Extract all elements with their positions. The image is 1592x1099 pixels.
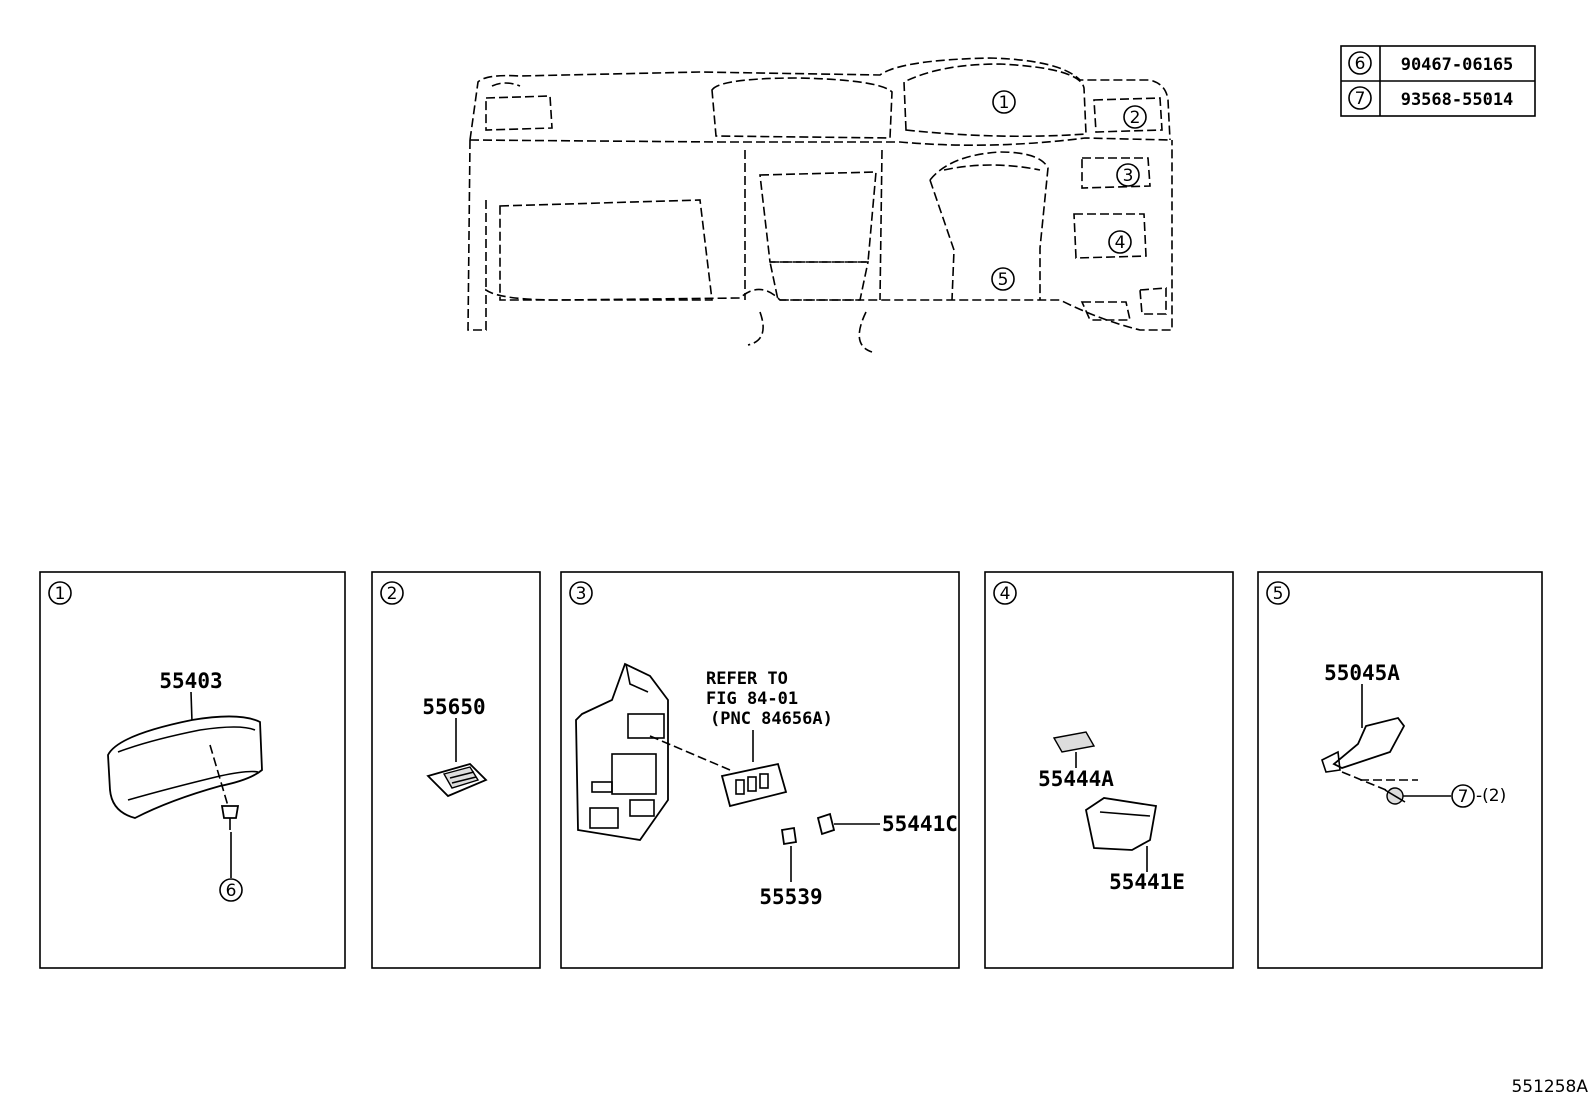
refer-line-2: FIG 84-01 — [706, 689, 798, 709]
svg-text:1: 1 — [999, 93, 1010, 113]
gauge-hood-part — [107, 715, 263, 819]
svg-text:5: 5 — [998, 270, 1009, 290]
refer-line-1: REFER TO — [706, 669, 788, 689]
trim-55045a-part — [1321, 716, 1406, 773]
table-ref-7: 7 — [1355, 89, 1366, 109]
panel-callout-1: 1 — [55, 584, 66, 604]
screw-part — [1384, 787, 1406, 805]
clip-part — [220, 805, 240, 830]
svg-text:3: 3 — [1123, 166, 1134, 186]
detail-panel-3: 3 REFER TO FIG 84-01 (PNC 84656A) — [560, 571, 960, 969]
detail-panel-5: 5 55045A 7 -(2) — [1257, 571, 1543, 969]
table-part-number-6: 90467-06165 — [1401, 55, 1514, 75]
table-part-number-7: 93568-55014 — [1401, 90, 1514, 110]
overview-callout-5: 5 — [991, 267, 1015, 291]
refer-line-3: (PNC 84656A) — [710, 709, 833, 729]
part-label-55444a: 55444A — [1038, 767, 1114, 791]
panel-callout-5: 5 — [1273, 584, 1284, 604]
overview-callout-2: 2 — [1123, 105, 1147, 129]
overview-callout-4: 4 — [1108, 230, 1132, 254]
part-label-55045a: 55045A — [1324, 661, 1400, 685]
clip-55441c-part — [816, 812, 836, 836]
table-row: 6 90467-06165 — [1348, 51, 1514, 75]
panel-callout-2: 2 — [387, 584, 398, 604]
clip-55539-part — [780, 826, 798, 846]
part-label-55441c: 55441C — [882, 812, 958, 836]
callout-7: 7 — [1458, 787, 1469, 807]
panel-callout-4: 4 — [1000, 584, 1011, 604]
part-label-55403: 55403 — [159, 669, 222, 693]
table-ref-6: 6 — [1355, 54, 1366, 74]
overview-callout-3: 3 — [1116, 163, 1140, 187]
panel-callout-3: 3 — [576, 584, 587, 604]
part-label-55539: 55539 — [759, 885, 822, 909]
svg-text:2: 2 — [1130, 108, 1141, 128]
pocket-55441e-part — [1084, 797, 1158, 851]
callout-6: 6 — [226, 881, 237, 901]
part-label-55441e: 55441E — [1109, 870, 1185, 894]
detail-panel-1: 1 55403 6 — [39, 571, 346, 969]
instrument-panel-overview: 1 2 3 4 5 — [467, 57, 1173, 353]
quantity-note: -(2) — [1476, 786, 1506, 806]
diagram-code: 551258A — [1511, 1077, 1588, 1097]
switch-module-part — [720, 762, 788, 808]
cover-55444a-part — [1052, 731, 1096, 753]
detail-panel-4: 4 55444A 55441E — [984, 571, 1234, 969]
refer-note: REFER TO FIG 84-01 (PNC 84656A) — [706, 669, 833, 729]
detail-panel-2: 2 55650 — [371, 571, 541, 969]
part-label-55650: 55650 — [422, 695, 485, 719]
svg-text:4: 4 — [1115, 233, 1126, 253]
finish-panel-part — [575, 662, 669, 841]
part-number-table: 6 90467-06165 7 93568-55014 — [1340, 45, 1536, 117]
table-row: 7 93568-55014 — [1348, 86, 1514, 110]
overview-callout-1: 1 — [992, 90, 1016, 114]
air-vent-part — [426, 762, 488, 798]
